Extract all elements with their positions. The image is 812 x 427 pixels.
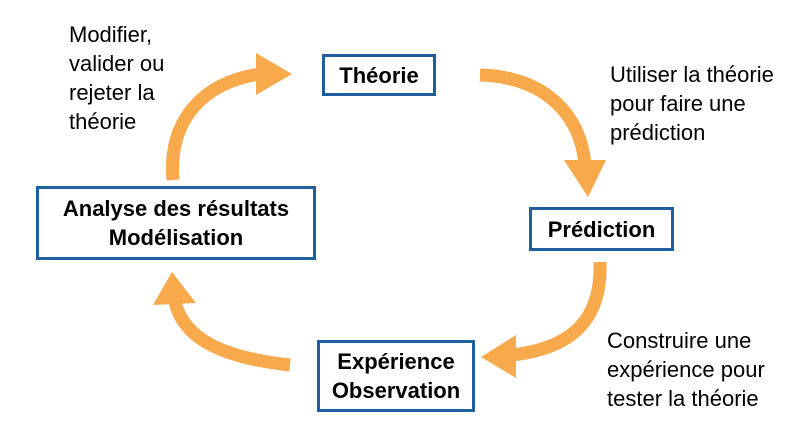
node-analyse: Analyse des résultats Modélisation (36, 186, 316, 260)
annotation-top-right: Utiliser la théorie pour faire une prédi… (610, 60, 774, 147)
node-analyse-line2: Modélisation (108, 225, 244, 250)
annotation-bottom-right-line3: tester la théorie (607, 386, 759, 411)
node-experience-line1: Expérience (337, 349, 455, 374)
node-experience: Expérience Observation (317, 340, 475, 412)
annotation-bottom-right: Construire une expérience pour tester la… (607, 326, 765, 413)
arrow-experience-to-analyse (168, 300, 291, 372)
arrow-prediction-to-experience (511, 261, 607, 362)
node-analyse-line1: Analyse des résultats (62, 196, 290, 221)
arrowhead-to-theorie (256, 53, 292, 95)
annotation-top-left-line4: théorie (69, 109, 137, 134)
annotation-top-right-line2: pour faire une (610, 91, 746, 116)
arrow-theorie-to-prediction (479, 68, 592, 167)
arrow-analyse-to-theorie (166, 67, 262, 181)
node-theorie: Théorie (322, 54, 436, 96)
node-experience-line2: Observation (331, 378, 461, 403)
node-theorie-label: Théorie (339, 62, 419, 88)
annotation-top-right-line3: prédiction (610, 120, 706, 145)
annotation-bottom-right-line2: expérience pour (607, 357, 765, 382)
annotation-top-right-line1: Utiliser la théorie (610, 62, 774, 87)
node-prediction-label: Prédiction (547, 216, 656, 242)
annotation-top-left-line1: Modifier, (69, 22, 153, 47)
annotation-bottom-right-line1: Construire une (607, 328, 752, 353)
annotation-top-left: Modifier, valider ou rejeter la théorie (69, 20, 164, 136)
annotation-top-left-line3: rejeter la (69, 80, 155, 105)
arrowhead-to-experience (481, 335, 516, 378)
node-prediction: Prédiction (529, 207, 674, 251)
annotation-top-left-line2: valider ou (69, 51, 165, 76)
arrowhead-to-prediction (564, 160, 606, 197)
arrowhead-to-analyse (153, 272, 196, 305)
